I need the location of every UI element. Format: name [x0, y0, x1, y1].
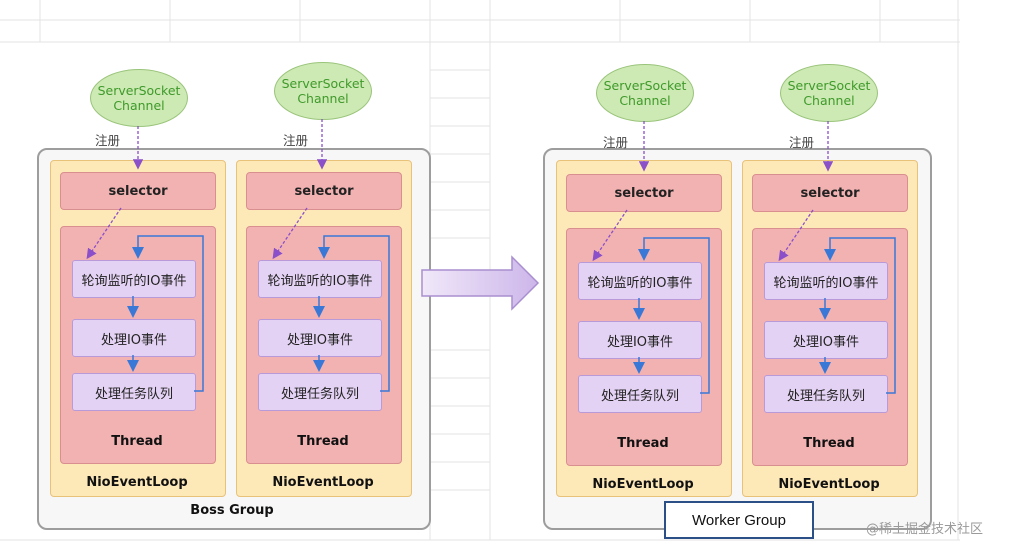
channel-label-line1: ServerSocket — [787, 78, 871, 93]
selector-box: selector — [566, 174, 722, 212]
step-poll-io-events: 轮询监听的IO事件 — [258, 260, 382, 298]
channel-label-line2: Channel — [619, 93, 671, 108]
step-poll-io-events: 轮询监听的IO事件 — [72, 260, 196, 298]
channel-label-line1: ServerSocket — [603, 78, 687, 93]
register-label: 注册 — [283, 133, 309, 148]
nioeventloop-label: NioEventLoop — [272, 475, 374, 490]
server-socket-channel: ServerSocket Channel — [780, 64, 878, 122]
watermark: @稀土掘金技术社区 — [866, 522, 984, 537]
channel-label-line1: ServerSocket — [97, 83, 181, 98]
thread-label: Thread — [111, 434, 163, 449]
channel-label-line1: ServerSocket — [281, 76, 365, 91]
channel-label-line2: Channel — [803, 93, 855, 108]
thread-label: Thread — [803, 436, 855, 451]
step-process-io-events: 处理IO事件 — [72, 319, 196, 357]
step-process-task-queue: 处理任务队列 — [258, 373, 382, 411]
thread-label: Thread — [617, 436, 669, 451]
register-label: 注册 — [95, 133, 121, 148]
step-poll-io-events: 轮询监听的IO事件 — [764, 262, 888, 300]
selector-box: selector — [60, 172, 216, 210]
boss-group-label: Boss Group — [190, 503, 274, 518]
worker-group-label: Worker Group — [664, 501, 814, 539]
register-label: 注册 — [789, 135, 815, 150]
step-process-task-queue: 处理任务队列 — [578, 375, 702, 413]
step-process-io-events: 处理IO事件 — [764, 321, 888, 359]
nioeventloop-label: NioEventLoop — [86, 475, 188, 490]
nioeventloop-label: NioEventLoop — [592, 477, 694, 492]
step-process-task-queue: 处理任务队列 — [72, 373, 196, 411]
server-socket-channel: ServerSocket Channel — [274, 62, 372, 120]
step-process-io-events: 处理IO事件 — [258, 319, 382, 357]
register-label: 注册 — [603, 135, 629, 150]
channel-label-line2: Channel — [297, 91, 349, 106]
nioeventloop-label: NioEventLoop — [778, 477, 880, 492]
step-process-task-queue: 处理任务队列 — [764, 375, 888, 413]
step-poll-io-events: 轮询监听的IO事件 — [578, 262, 702, 300]
server-socket-channel: ServerSocket Channel — [90, 69, 188, 127]
channel-label-line2: Channel — [113, 98, 165, 113]
selector-box: selector — [752, 174, 908, 212]
server-socket-channel: ServerSocket Channel — [596, 64, 694, 122]
selector-box: selector — [246, 172, 402, 210]
step-process-io-events: 处理IO事件 — [578, 321, 702, 359]
thread-label: Thread — [297, 434, 349, 449]
